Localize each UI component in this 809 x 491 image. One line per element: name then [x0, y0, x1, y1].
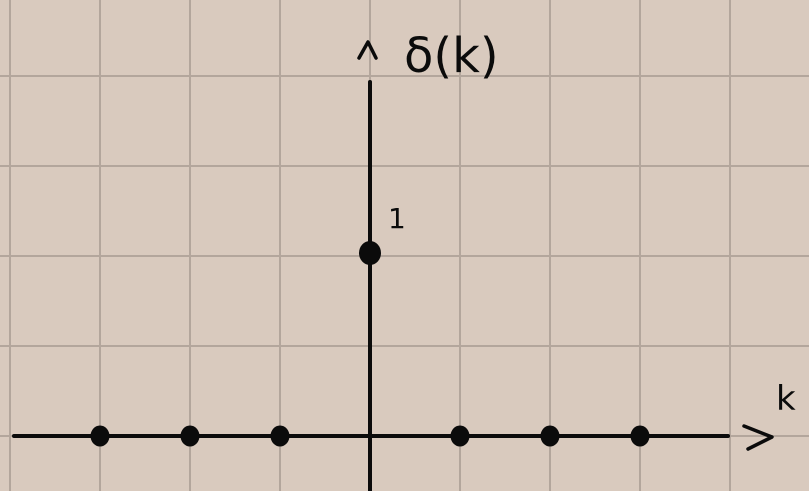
y-axis-label: δ(k)	[404, 28, 499, 84]
data-point	[90, 425, 110, 447]
x-axis-arrowhead	[742, 424, 774, 451]
y-axis-arrowhead	[357, 40, 378, 60]
data-point	[630, 425, 650, 447]
data-point	[180, 425, 200, 447]
x-axis-label: k	[776, 379, 796, 419]
data-point	[359, 241, 381, 265]
data-points	[90, 241, 650, 447]
data-point	[540, 425, 560, 447]
y-tick-label-1: 1	[388, 202, 406, 235]
data-point	[270, 425, 290, 447]
data-point	[450, 425, 470, 447]
